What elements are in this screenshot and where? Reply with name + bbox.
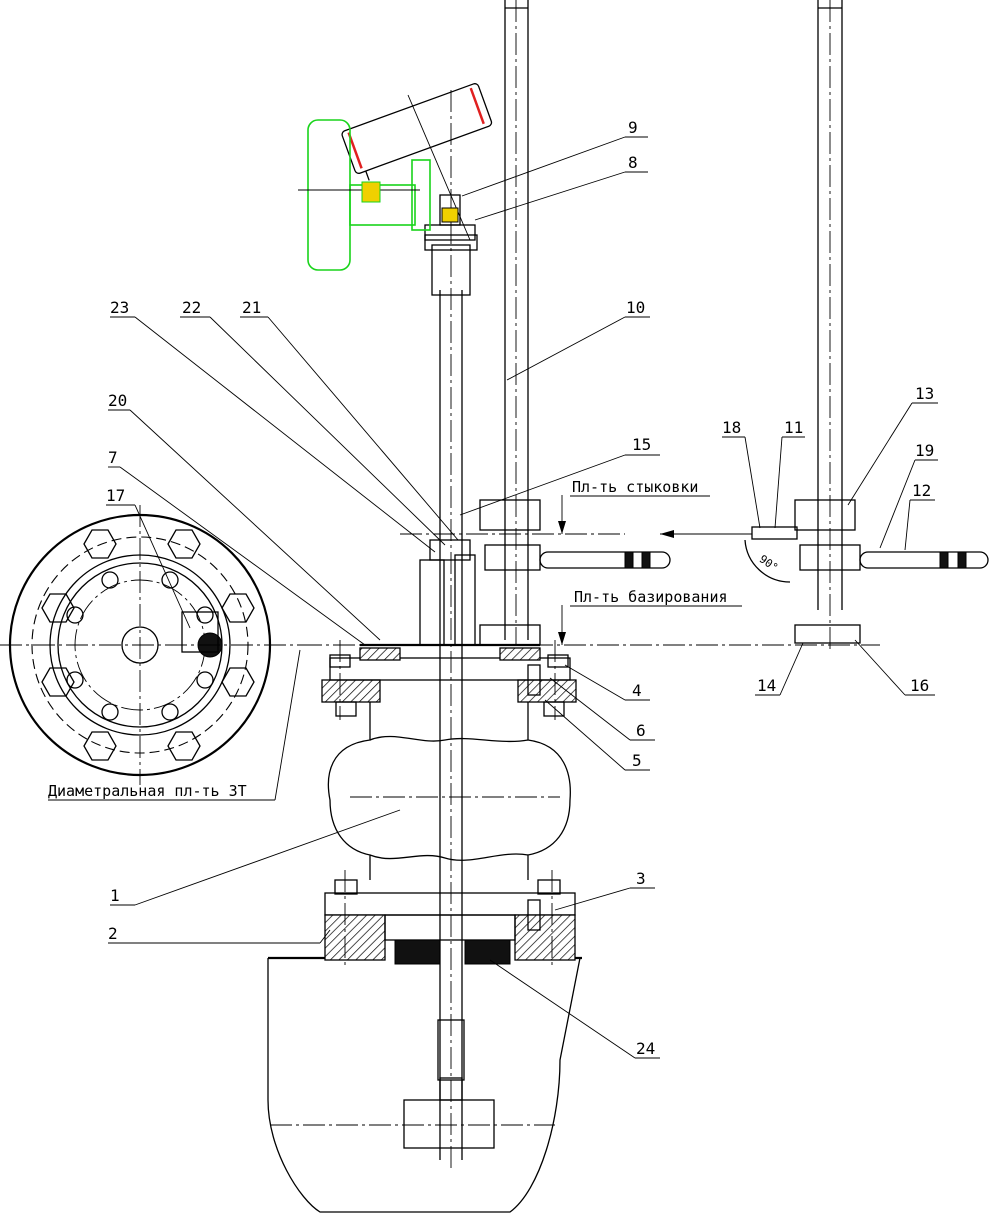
callout-17: 17: [106, 486, 125, 505]
callout-12: 12: [912, 481, 931, 500]
callout-10: 10: [626, 298, 645, 317]
diametral-plane-caption: Диаметральная пл-ть ЗТ: [48, 782, 247, 800]
callout-18: 18: [722, 418, 741, 437]
flange-plan-view: [0, 505, 300, 785]
callout-20: 20: [108, 391, 127, 410]
callout-3: 3: [636, 869, 646, 888]
callout-19: 19: [915, 441, 934, 460]
tube-10: [479, 0, 671, 646]
instrument-head: [298, 83, 493, 271]
callout-4: 4: [632, 681, 642, 700]
callout-22: 22: [182, 298, 201, 317]
docking-plane-caption: Пл-ть стыковки: [572, 478, 698, 496]
callout-labels: 9 8 10 15 23 22 21 20 7 17 1 2 3 4 6 5 2…: [106, 118, 934, 1058]
callout-23: 23: [110, 298, 129, 317]
callout-5: 5: [632, 751, 642, 770]
callout-13: 13: [915, 384, 934, 403]
callout-9: 9: [628, 118, 638, 137]
upper-flange: [321, 640, 577, 720]
callout-8: 8: [628, 153, 638, 172]
callout-7: 7: [108, 448, 118, 467]
callout-16: 16: [910, 676, 929, 695]
callout-1: 1: [110, 886, 120, 905]
callout-21: 21: [242, 298, 261, 317]
callout-15: 15: [632, 435, 651, 454]
leader-lines: [48, 136, 938, 1059]
plane-lines: [300, 495, 880, 646]
lower-flange: [324, 870, 576, 965]
callout-11: 11: [784, 418, 803, 437]
callout-6: 6: [636, 721, 646, 740]
stem: [403, 90, 495, 1170]
callout-24: 24: [636, 1039, 655, 1058]
callout-14: 14: [757, 676, 776, 695]
ball-valve: [327, 700, 571, 880]
callout-2: 2: [108, 924, 118, 943]
side-view: [744, 0, 989, 650]
base-plane-caption: Пл-ть базирования: [574, 588, 728, 606]
vessel-body: [267, 956, 582, 1213]
